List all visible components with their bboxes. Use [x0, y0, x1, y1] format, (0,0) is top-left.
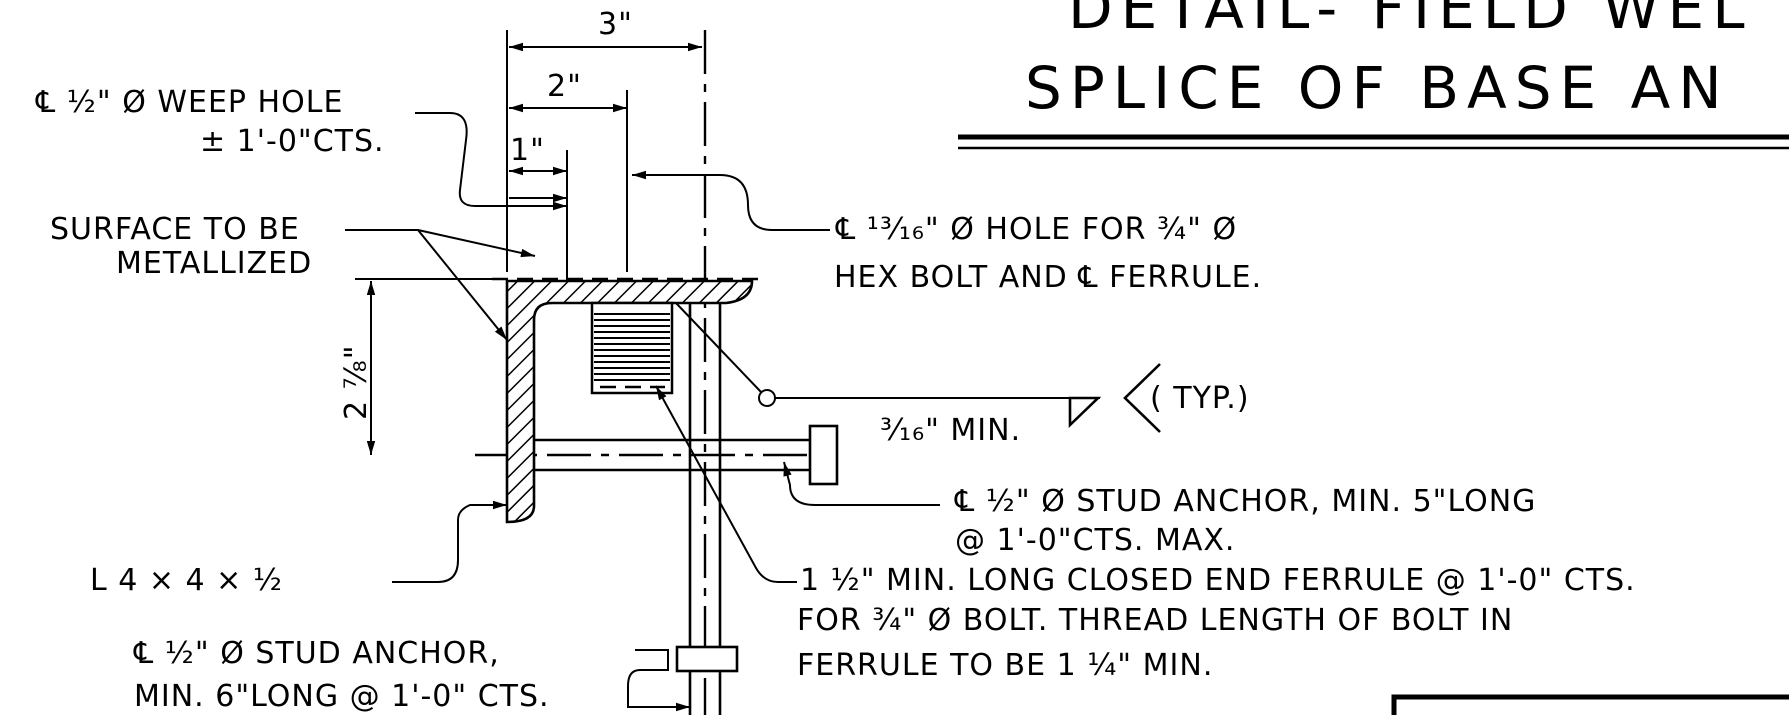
dimension-group: 3" 2" 1" 2 ⅞" [339, 7, 702, 455]
note-weep-line1: ℄ ½" Ø WEEP HOLE [35, 85, 343, 120]
note-weep-line2: ± 1'-0"CTS. [200, 124, 385, 159]
note-angle: L 4 × 4 × ½ [90, 563, 283, 598]
note-ferrule-line1: 1 ½" MIN. LONG CLOSED END FERRULE @ 1'-0… [800, 563, 1636, 598]
stud-anchor-5 [534, 424, 839, 486]
note-stud5-line1: ℄ ½" Ø STUD ANCHOR, MIN. 5"LONG [954, 484, 1536, 519]
note-surface-line2: METALLIZED [116, 246, 312, 281]
partial-box [1391, 694, 1789, 715]
dim-2-label: 2" [547, 69, 582, 104]
stud-anchor-6 [675, 645, 739, 673]
ferrule-threads [594, 313, 670, 381]
ferrule [590, 301, 674, 395]
note-stud6-line1: ℄ ½" Ø STUD ANCHOR, [133, 636, 500, 671]
angle-shape [505, 279, 754, 524]
note-stud5-line2: @ 1'-0"CTS. MAX. [955, 523, 1235, 558]
leader-angle [392, 500, 507, 583]
dim-1-label: 1" [510, 133, 545, 168]
note-ferrule-line2: FOR ¾" Ø BOLT. THREAD LENGTH OF BOLT IN [797, 603, 1513, 638]
leader-stud6 [627, 649, 690, 712]
leader-surface-a [345, 229, 508, 341]
leader-stud5 [783, 461, 940, 506]
weld-tail [1123, 363, 1161, 433]
title-line-2: SPLICE OF BASE AN [1025, 54, 1730, 122]
note-surface-line1: SURFACE TO BE [50, 212, 300, 247]
angle-section [505, 279, 754, 524]
leader-hole [632, 170, 830, 231]
note-hole-line1: ℄ ¹³⁄₁₆" Ø HOLE FOR ¾" Ø [835, 212, 1237, 247]
title-line-1: DETAIL- FIELD WEL [1068, 0, 1753, 42]
leaders [345, 112, 1161, 712]
note-stud6-line2: MIN. 6"LONG @ 1'-0" CTS. [134, 679, 550, 714]
title-block: DETAIL- FIELD WEL SPLICE OF BASE AN [958, 0, 1789, 150]
leader-weep [415, 112, 567, 211]
note-weld-size: ³⁄₁₆" MIN. [880, 413, 1021, 448]
dim-3-label: 3" [598, 7, 633, 42]
dim-vert-label: 2 ⅞" [339, 345, 374, 421]
weld-fillet-symbol [1068, 396, 1102, 429]
leader-surface-b [417, 229, 536, 258]
note-ferrule-line3: FERRULE TO BE 1 ¼" MIN. [797, 648, 1213, 683]
weld-target-circle [758, 389, 776, 407]
note-hole-line2: HEX BOLT AND ℄ FERRULE. [834, 260, 1262, 295]
leader-weld [675, 302, 762, 393]
notes: ℄ ½" Ø WEEP HOLE ± 1'-0"CTS. SURFACE TO … [35, 85, 1636, 714]
leader-ferrule [655, 385, 797, 583]
note-weld-typ: ( TYP.) [1150, 381, 1250, 416]
